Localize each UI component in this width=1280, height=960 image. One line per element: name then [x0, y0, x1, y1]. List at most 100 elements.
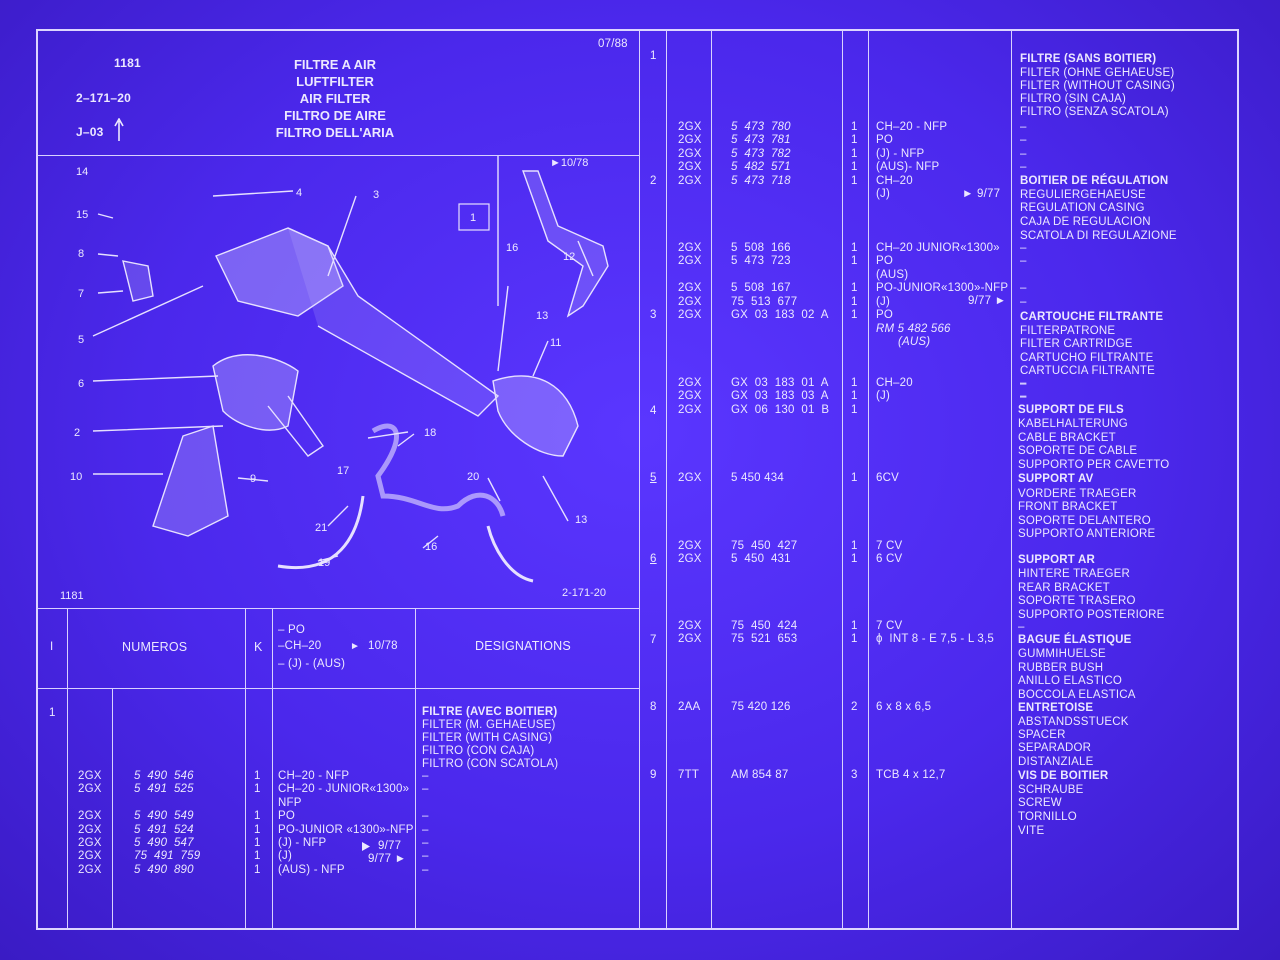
left-col-divider-k	[245, 609, 246, 928]
header-variant-j-aus: – (J) - (AUS)	[278, 658, 346, 670]
header-variant-po: – PO	[278, 624, 306, 636]
title-it: FILTRO DELL'ARIA	[275, 125, 395, 140]
row-index-6: 6	[650, 553, 657, 565]
header-variant-date: 10/78	[368, 640, 398, 652]
designation-7-de: GUMMIHUELSE	[1018, 648, 1106, 660]
designation-6-de: HINTERE TRAEGER	[1018, 568, 1131, 580]
bracket	[122, 260, 154, 302]
designation-3-de: FILTERPATRONE	[1020, 325, 1116, 337]
callout-11: 11	[550, 337, 561, 349]
blockC-quantities: 1 1 1	[851, 377, 858, 416]
row5-prefix: 2GX	[678, 472, 702, 484]
illustration-footer-left: 1181	[60, 590, 84, 602]
designation-title-5: SUPPORT AV	[1018, 473, 1094, 485]
designation-9-de: SCHRAUBE	[1018, 784, 1084, 796]
blockA-date: ► 9/77	[962, 188, 1001, 200]
row-index-3: 3	[650, 309, 657, 321]
hose-assembly	[371, 423, 506, 517]
callout-9: 9	[250, 473, 256, 485]
header-rule	[37, 155, 639, 156]
designation-9-en: SCREW	[1018, 797, 1062, 809]
designation-5-en: FRONT BRACKET	[1018, 501, 1118, 513]
title-en: AIR FILTER	[299, 91, 371, 106]
designation-1-it: FILTRO (SENZA SCATOLA)	[1020, 106, 1169, 118]
row-index-7: 7	[650, 634, 657, 646]
designation-4-de: KABELHALTERUNG	[1018, 418, 1128, 430]
row8-prefix: 2AA	[678, 701, 701, 713]
inset-hose	[522, 170, 609, 318]
left-col-divider-index	[67, 609, 68, 928]
blockA-dashes: – – – –	[1020, 121, 1027, 174]
callout-13b: 13	[575, 514, 587, 526]
callout-8: 8	[78, 248, 84, 260]
callout-10: 10	[70, 471, 82, 483]
inset-date: ►10/78	[550, 157, 588, 169]
designation-8-de: ABSTANDSSTUECK	[1018, 716, 1129, 728]
header-variant-ch20: –CH–20	[278, 640, 322, 652]
callout-18: 18	[424, 427, 436, 439]
left-designation-title: FILTRE (AVEC BOITIER)	[422, 706, 558, 718]
row-index-1: 1	[650, 50, 657, 62]
callout-16: 16	[506, 242, 518, 254]
left-col-divider-variants	[272, 609, 273, 928]
right-col-divider-designation	[1011, 30, 1012, 928]
row9-variant: TCB 4 x 12,7	[876, 769, 946, 781]
designation-1-es: FILTRO (SIN CAJA)	[1020, 93, 1127, 105]
callout-2: 2	[74, 427, 80, 439]
row6-variants: 7 CV 6 CV	[876, 540, 903, 566]
callout-5: 5	[78, 334, 84, 346]
designation-2-en: REGULATION CASING	[1020, 202, 1145, 214]
designation-dashes-mid: – –	[1020, 378, 1027, 404]
row7-prefixes: 2GX 2GX	[678, 620, 702, 646]
blockB-quantities: 1 1 1 1 1	[851, 242, 858, 322]
blockA-variants: CH–20 - NFP PO (J) - NFP (AUS)- NFP CH–2…	[876, 121, 948, 201]
designation-5-de: VORDERE TRAEGER	[1018, 488, 1137, 500]
title-block: FILTRE A AIR LUFTFILTER AIR FILTER FILTR…	[250, 56, 420, 141]
callout-3: 3	[373, 189, 379, 201]
reference-code: J–03	[76, 125, 104, 139]
designation-4-es: SOPORTE DE CABLE	[1018, 445, 1138, 457]
blockC-variants: CH–20 (J)	[876, 377, 913, 403]
right-col-divider-qty	[842, 30, 843, 928]
row6-prefixes: 2GX 2GX	[678, 540, 702, 566]
filter-cartridge	[152, 425, 229, 537]
designation-title-6: SUPPORT AR	[1018, 554, 1095, 566]
blockB-rm: RM 5 482 566	[876, 323, 951, 335]
left-item-index: 1	[49, 707, 56, 719]
right-col-divider-index	[666, 30, 667, 928]
row-index-2: 2	[650, 175, 657, 187]
designation-title-3: CARTOUCHE FILTRANTE	[1020, 311, 1164, 323]
regulation-casing	[212, 354, 299, 431]
row-index-9: 9	[650, 769, 657, 781]
row6-quantities: 1 1	[851, 540, 858, 566]
designation-5-es: SOPORTE DELANTERO	[1018, 515, 1151, 527]
blockB-date: 9/77 ►	[968, 295, 1007, 307]
designation-8-en: SPACER	[1018, 729, 1066, 741]
left-variant-date-1: 9/77	[378, 840, 402, 852]
callout-16b: 16	[425, 541, 437, 553]
row9-prefix: 7TT	[678, 769, 700, 781]
elbow-hose	[492, 375, 579, 457]
left-designation-de: FILTER (M. GEHAEUSE)	[422, 719, 556, 731]
blockC-dashes: – –	[1020, 377, 1027, 403]
header-variant-arrow: ►	[350, 641, 361, 652]
row-index-8: 8	[650, 701, 657, 713]
up-arrow-icon	[114, 118, 124, 141]
row9-qty: 3	[851, 769, 858, 781]
designation-title-2: BOITIER DE RÉGULATION	[1020, 175, 1169, 187]
row8-qty: 2	[851, 701, 858, 713]
inset-box	[458, 203, 490, 231]
designation-title-8: ENTRETOISE	[1018, 702, 1094, 714]
callout-17: 17	[337, 465, 349, 477]
illustration-bottom-rule	[37, 608, 639, 609]
designation-9-es: TORNILLO	[1018, 811, 1077, 823]
designation-title-9: VIS DE BOITIER	[1018, 770, 1109, 782]
designation-7-it: BOCCOLA ELASTICA	[1018, 689, 1136, 701]
left-prefix-column: 2GX 2GX 2GX 2GX 2GX 2GX 2GX	[78, 770, 102, 876]
blockB-prefixes: 2GX 2GX 2GX 2GX 2GX	[678, 242, 702, 322]
designation-3-es: CARTUCHO FILTRANTE	[1020, 352, 1154, 364]
designation-6-es: SOPORTE TRASERO	[1018, 595, 1136, 607]
designation-1-en: FILTER (WITHOUT CASING)	[1020, 80, 1175, 92]
col-header-k: K	[254, 640, 263, 654]
